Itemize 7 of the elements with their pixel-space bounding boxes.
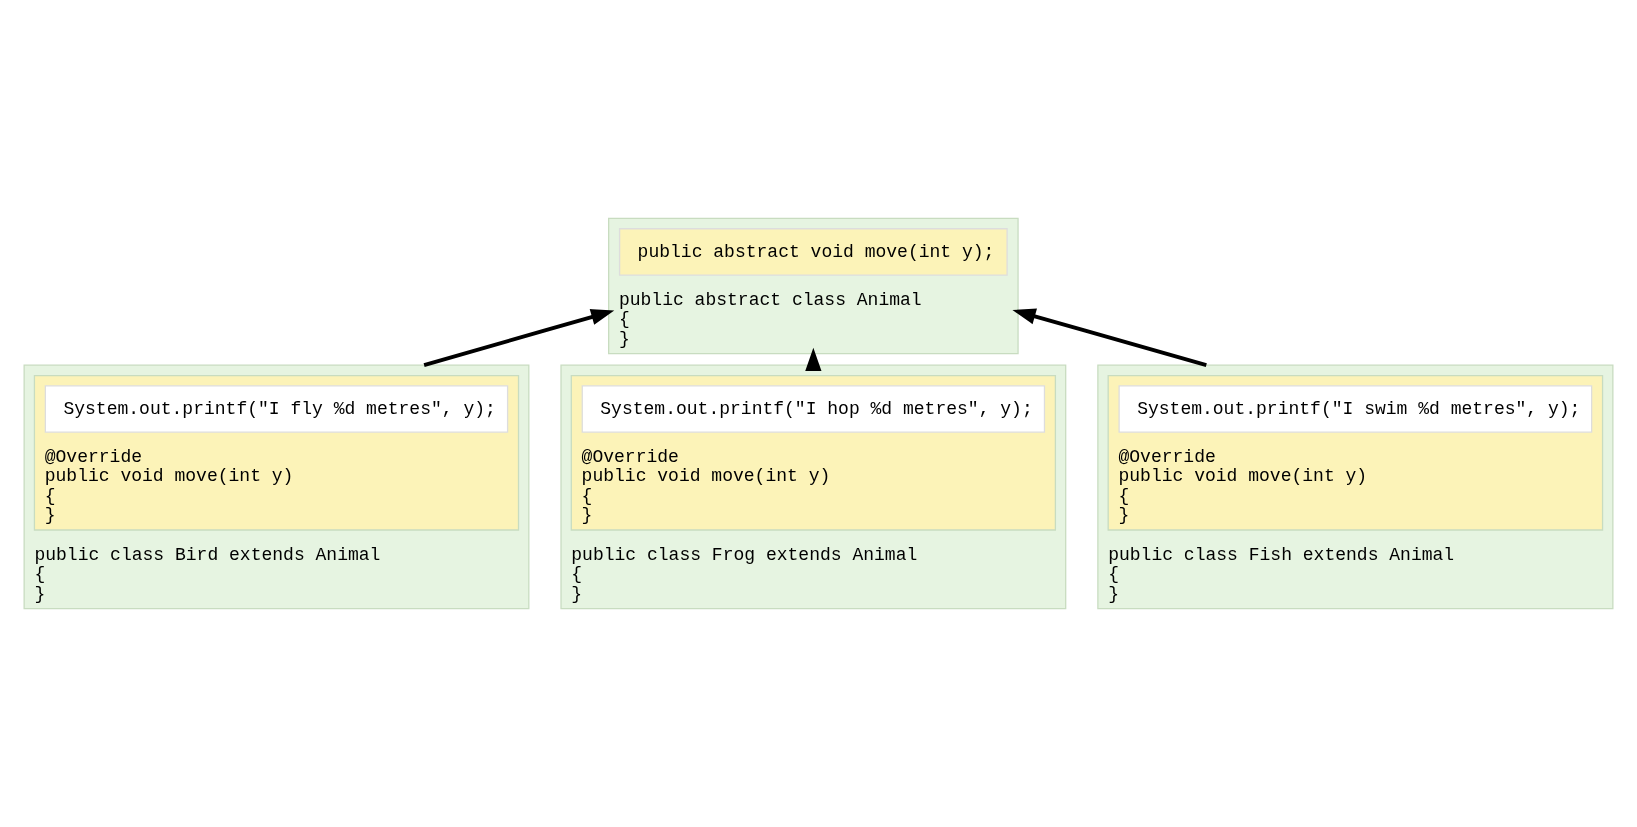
node-box: System.out.printf("I hop %d metres", y); [581,385,1046,433]
arrow [805,347,822,371]
node-box: public abstract void move(int y); [618,228,1008,276]
arrow [423,309,615,368]
arrow [1012,308,1207,368]
node-box: System.out.printf("I fly %d metres", y); [44,385,509,433]
node-box: System.out.printf("I swim %d metres", y); [1118,385,1593,433]
